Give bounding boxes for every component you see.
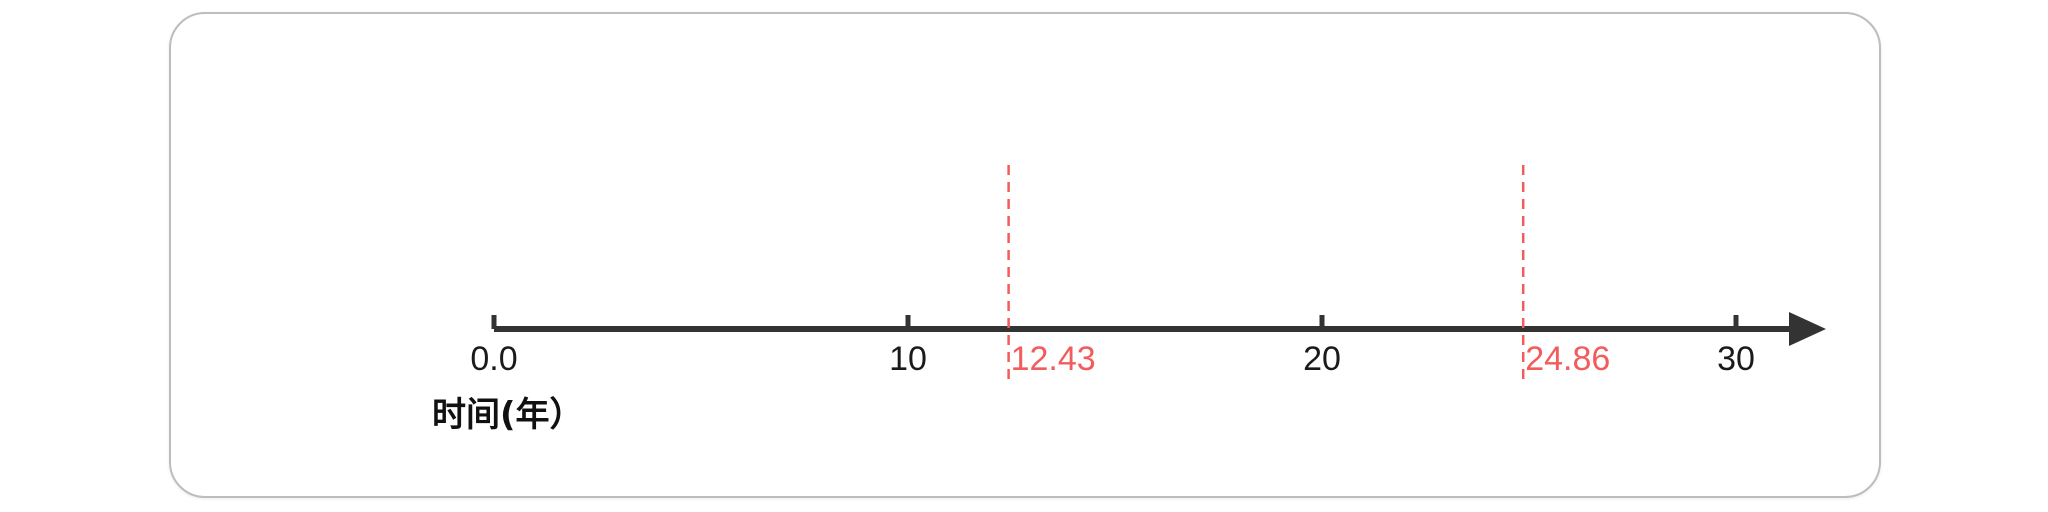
axis-tick-label: 20 (1303, 340, 1341, 378)
marker-label: 12.43 (1011, 340, 1096, 378)
axis-tick-label: 30 (1717, 340, 1755, 378)
time-markers: 12.43 24.86 (1007, 165, 1610, 382)
axis-ticks (491, 315, 1739, 329)
marker-label: 24.86 (1525, 340, 1610, 378)
axis-title: 时间(年） (432, 395, 584, 435)
axis-tick-labels: 0.0 10 20 30 (470, 340, 1755, 378)
axis-tick-label: 0.0 (470, 340, 517, 378)
diagram-card (169, 12, 1881, 498)
axis-tick-label: 10 (889, 340, 927, 378)
axis-arrow-icon (1789, 312, 1826, 346)
